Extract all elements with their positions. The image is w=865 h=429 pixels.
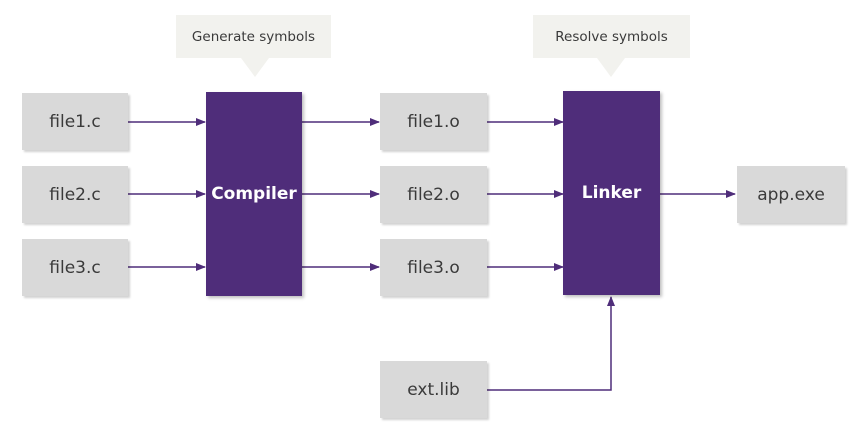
note-generate-symbols: Generate symbols (176, 15, 331, 58)
source-file-3: file3.c (22, 239, 128, 296)
output-file: app.exe (737, 166, 845, 223)
source-file-2-label: file2.c (49, 184, 101, 205)
source-file-1-label: file1.c (49, 111, 101, 132)
note-resolve-symbols: Resolve symbols (533, 15, 690, 58)
note-generate-symbols-label: Generate symbols (191, 28, 316, 45)
library-file-label: ext.lib (407, 379, 460, 400)
object-file-3-label: file3.o (407, 257, 460, 278)
linker-label: Linker (581, 183, 642, 203)
arrow-library-to-linker (487, 296, 615, 391)
object-file-2: file2.o (380, 166, 487, 223)
linker-block: Linker (563, 91, 660, 295)
compiler-label: Compiler (211, 184, 297, 204)
output-file-label: app.exe (757, 184, 825, 205)
source-file-2: file2.c (22, 166, 128, 223)
note-generate-pointer (241, 58, 269, 77)
object-file-1: file1.o (380, 93, 487, 150)
object-file-2-label: file2.o (407, 184, 460, 205)
note-resolve-pointer (597, 58, 625, 77)
object-file-3: file3.o (380, 239, 487, 296)
object-file-1-label: file1.o (407, 111, 460, 132)
note-resolve-symbols-label: Resolve symbols (555, 28, 668, 45)
library-file: ext.lib (380, 361, 487, 418)
compiler-block: Compiler (206, 92, 302, 296)
source-file-1: file1.c (22, 93, 128, 150)
source-file-3-label: file3.c (49, 257, 101, 278)
